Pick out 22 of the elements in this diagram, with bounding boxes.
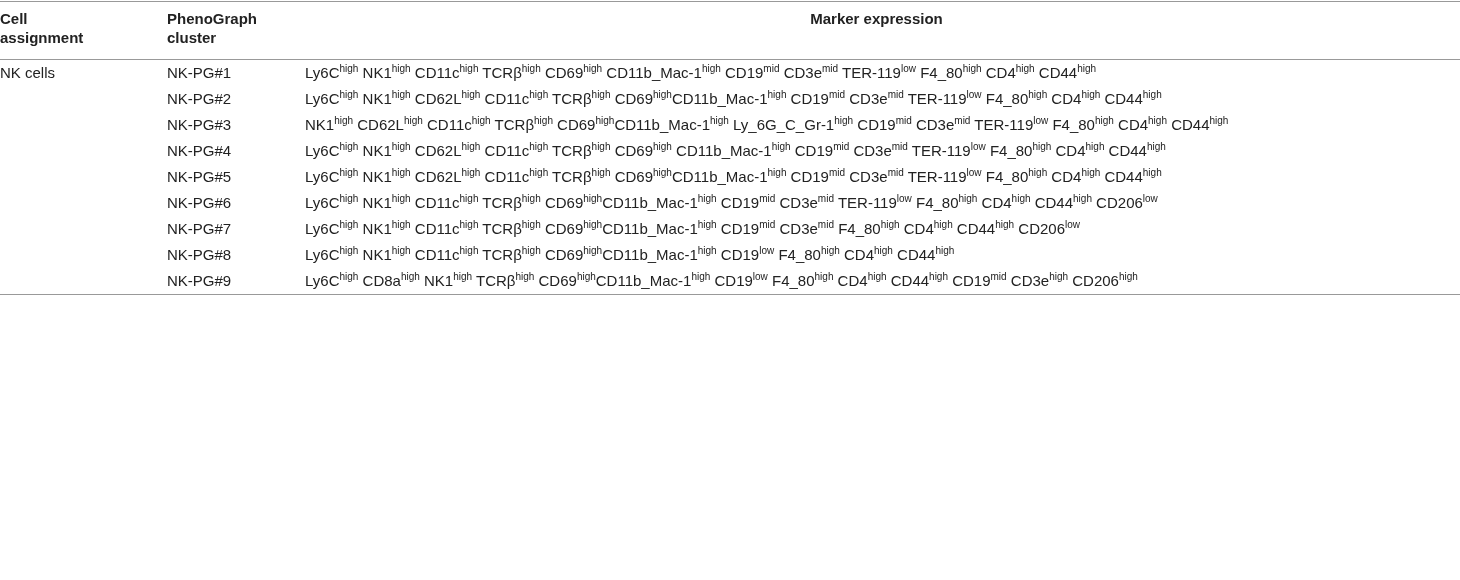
column-header: Cell assignment xyxy=(0,9,85,47)
cell-type-label: NK cells xyxy=(0,64,55,81)
marker-list: Ly6C$^{high}$ CD8a$^{high}$ NK1$^{high}$ TCRβ$^{high}$ CD69$^{high}$CD11b_Mac-1$^{high}$ CD19$^{low}$ F4_80$^{high}$ CD4$^{high}$ CD44$^{high}$ CD19$^{mid}$ CD3e$^{high}$ CD206$^{high}$ xyxy=(305,272,1138,289)
cluster-label: NK-PG#4 xyxy=(167,142,232,159)
cluster-label: NK-PG#7 xyxy=(167,220,232,237)
marker-list: Ly6C$^{high}$ NK1$^{high}$ CD62L$^{high}$ CD11c$^{high}$ TCRβ$^{high}$ CD69$^{high}$ CD11b_Mac-1$^{high}$ CD19$^{mid}$ CD3e$^{mid}$ TER-119$^{low}$ F4_80$^{high}$ CD4$^{high}$ CD44$^{high}$ xyxy=(305,142,1166,159)
marker-list: Ly6C$^{high}$ NK1$^{high}$ CD11c$^{high}$ TCRβ$^{high}$ CD69$^{high}$ CD11b_Mac-1$^{high}$ CD19$^{mid}$ CD3e$^{mid}$ TER-119$^{low}$ F4_80$^{high}$ CD4$^{high}$ CD44$^{high}$ xyxy=(305,64,1097,81)
column-header: Marker expression xyxy=(810,9,943,28)
cluster-label: NK-PG#8 xyxy=(167,246,232,263)
cluster-label: NK-PG#2 xyxy=(167,90,232,107)
cluster-label: NK-PG#1 xyxy=(167,64,232,81)
cluster-label: NK-PG#9 xyxy=(167,272,232,289)
marker-list: NK1$^{high}$ CD62L$^{high}$ CD11c$^{high}$ TCRβ$^{high}$ CD69$^{high}$CD11b_Mac-1$^{high}$ Ly_6G_C_Gr-1$^{high}$ CD19$^{mid}$ CD3e$^{mid}$ TER-119$^{low}$ F4_80$^{high}$ CD4$^{high}$ CD44$^{high}$ xyxy=(305,116,1229,133)
marker-list: Ly6C$^{high}$ NK1$^{high}$ CD62L$^{high}$ CD11c$^{high}$ TCRβ$^{high}$ CD69$^{high}$CD11b_Mac-1$^{high}$ CD19$^{mid}$ CD3e$^{mid}$ TER-119$^{low}$ F4_80$^{high}$ CD4$^{high}$ CD44$^{high}$ xyxy=(305,90,1162,107)
cluster-label: NK-PG#3 xyxy=(167,116,232,133)
marker-list: Ly6C$^{high}$ NK1$^{high}$ CD11c$^{high}$ TCRβ$^{high}$ CD69$^{high}$CD11b_Mac-1$^{high}$ CD19$^{low}$ F4_80$^{high}$ CD4$^{high}$ CD44$^{high}$ xyxy=(305,246,955,263)
cluster-label: NK-PG#6 xyxy=(167,194,232,211)
marker-list: Ly6C$^{high}$ NK1$^{high}$ CD11c$^{high}$ TCRβ$^{high}$ CD69$^{high}$CD11b_Mac-1$^{high}$ CD19$^{mid}$ CD3e$^{mid}$ F4_80$^{high}$ CD4$^{high}$ CD44$^{high}$ CD206$^{low}$ xyxy=(305,220,1080,237)
marker-list: Ly6C$^{high}$ NK1$^{high}$ CD11c$^{high}$ TCRβ$^{high}$ CD69$^{high}$CD11b_Mac-1$^{high}$ CD19$^{mid}$ CD3e$^{mid}$ TER-119$^{low}$ F4_80$^{high}$ CD4$^{high}$ CD44$^{high}$ CD206$^{low}$ xyxy=(305,194,1158,211)
column-header: PhenoGraph cluster xyxy=(167,9,258,47)
marker-list: Ly6C$^{high}$ NK1$^{high}$ CD62L$^{high}$ CD11c$^{high}$ TCRβ$^{high}$ CD69$^{high}$CD11b_Mac-1$^{high}$ CD19$^{mid}$ CD3e$^{mid}$ TER-119$^{low}$ F4_80$^{high}$ CD4$^{high}$ CD44$^{high}$ xyxy=(305,168,1162,185)
cluster-label: NK-PG#5 xyxy=(167,168,232,185)
